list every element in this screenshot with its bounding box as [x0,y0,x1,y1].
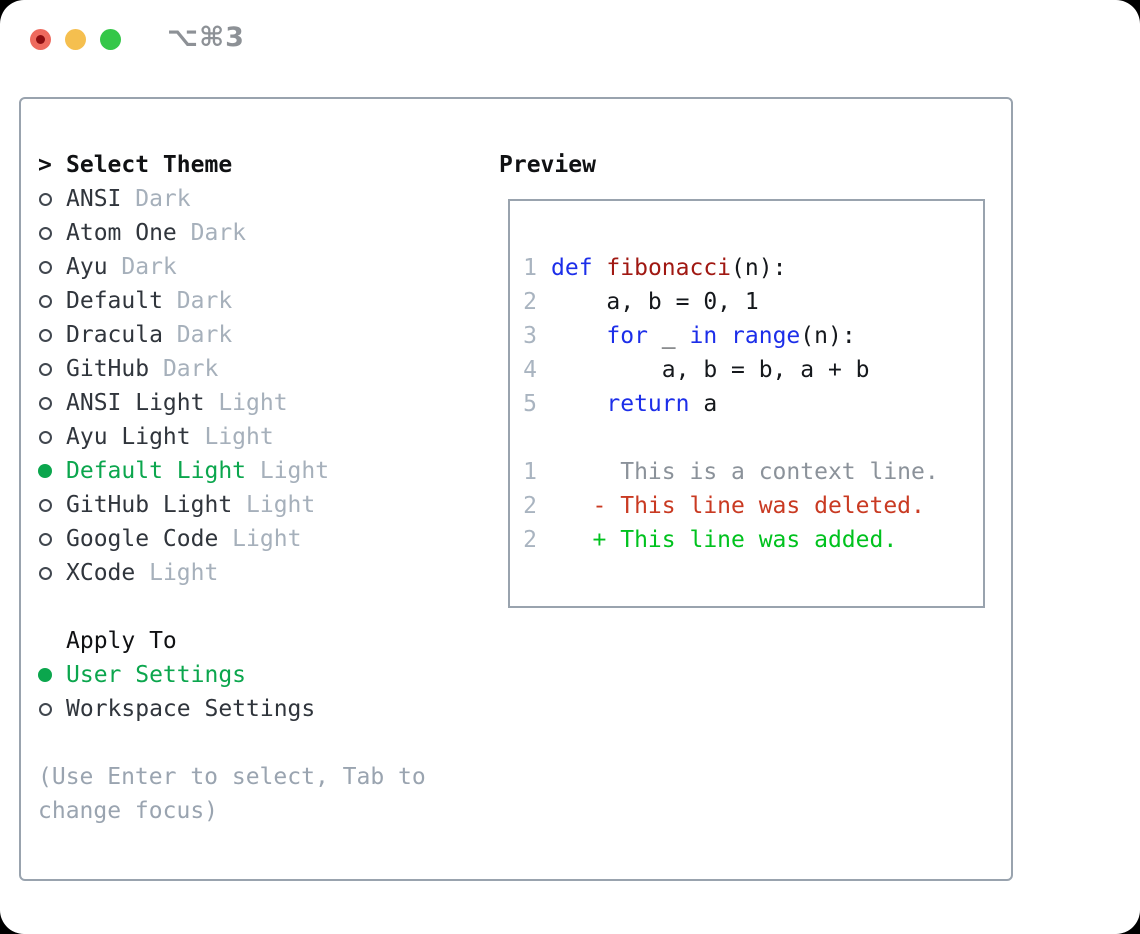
code-line: 2 + This line was added. [523,523,939,557]
line-number: 4 [523,357,537,383]
radio-icon [38,328,66,342]
code-line: 1 def fibonacci(n): [523,251,939,285]
option-label: ANSI [66,186,122,212]
line-number: 3 [523,323,537,349]
minimize-button[interactable] [65,29,86,50]
close-dot-icon [36,35,45,44]
option-variant: Dark [162,322,233,348]
cursor-chevron-icon: > [38,152,52,178]
option-label: Default Light [66,458,247,484]
theme-option[interactable]: XCode Light [38,556,329,590]
preview-title: Preview [499,152,596,178]
code-line: 3 for _ in range(n): [523,319,939,353]
option-variant: Dark [149,356,219,382]
radio-icon [38,362,66,376]
titlebar [30,29,121,50]
code-line: 5 return a [523,387,939,421]
code-line [523,421,939,455]
radio-selected-icon [38,668,66,682]
option-variant: Dark [176,220,247,246]
theme-option[interactable]: ANSI Dark [38,182,329,216]
code-line: 2 a, b = 0, 1 [523,285,939,319]
option-label: Default [66,288,163,314]
option-variant: Light [246,458,330,484]
theme-option[interactable]: ANSI Light Light [38,386,329,420]
code-text: This is a context line. [551,459,939,485]
code-line: 2 - This line was deleted. [523,489,939,523]
line-number: 2 [523,493,537,519]
apply-to-title: Apply To [66,628,177,654]
option-variant: Dark [107,254,177,280]
option-label: Ayu Light [66,424,191,450]
apply-to-header-row: Apply To [38,624,315,658]
help-line: change focus) [38,798,219,824]
option-label: Dracula [66,322,163,348]
option-label: ANSI Light [66,390,205,416]
code-text: return a [606,391,718,417]
theme-option[interactable]: Default Light Light [38,454,329,488]
select-theme-title: Select Theme [66,152,233,178]
code-text: for _ in range(n): [606,323,856,349]
line-number: 5 [523,391,537,417]
apply-to-option[interactable]: User Settings [38,658,315,692]
option-variant: Light [204,390,288,416]
radio-icon [38,430,66,444]
line-number: 1 [523,255,537,281]
window-title: ⌥⌘3 [167,22,245,53]
preview-pane [508,199,985,608]
option-label: Google Code [66,526,219,552]
radio-icon [38,294,66,308]
select-theme-header: > Select Theme [38,148,232,182]
help-text: (Use Enter to select, Tab to change focus… [38,760,426,828]
theme-option[interactable]: GitHub Dark [38,352,329,386]
radio-icon [38,532,66,546]
radio-icon [38,260,66,274]
line-number [523,421,537,455]
code-text: a, b = 0, 1 [551,289,759,315]
option-label: GitHub Light [66,492,233,518]
theme-option[interactable]: Atom One Dark [38,216,329,250]
theme-option[interactable]: Ayu Light Light [38,420,329,454]
option-label: Workspace Settings [66,696,316,722]
code-text: - This line was deleted. [551,493,925,519]
line-number: 2 [523,289,537,315]
close-button[interactable] [30,29,51,50]
option-label: Atom One [66,220,177,246]
option-label: GitHub [66,356,150,382]
help-line: (Use Enter to select, Tab to [38,764,426,790]
option-variant: Light [218,526,302,552]
theme-option[interactable]: Google Code Light [38,522,329,556]
option-variant: Light [135,560,219,586]
radio-icon [38,396,66,410]
option-label: Ayu [66,254,108,280]
radio-icon [38,498,66,512]
option-variant: Dark [162,288,233,314]
radio-selected-icon [38,464,66,478]
option-variant: Dark [121,186,191,212]
option-variant: Light [232,492,316,518]
line-number: 1 [523,459,537,485]
code-line: 1 This is a context line. [523,455,939,489]
code-line: 4 a, b = b, a + b [523,353,939,387]
radio-icon [38,566,66,580]
theme-option[interactable]: Ayu Dark [38,250,329,284]
option-label: XCode [66,560,136,586]
line-number: 2 [523,527,537,553]
option-variant: Light [190,424,274,450]
theme-option[interactable]: Default Dark [38,284,329,318]
theme-option[interactable]: Dracula Dark [38,318,329,352]
code-text: + This line was added. [551,527,898,553]
zoom-button[interactable] [100,29,121,50]
radio-icon [38,192,66,206]
apply-to-option[interactable]: Workspace Settings [38,692,315,726]
theme-option[interactable]: GitHub Light Light [38,488,329,522]
code-text: a, b = b, a + b [551,357,870,383]
code-text: def fibonacci(n): [551,255,787,281]
radio-icon [38,702,66,716]
radio-icon [38,226,66,240]
option-label: User Settings [66,662,247,688]
